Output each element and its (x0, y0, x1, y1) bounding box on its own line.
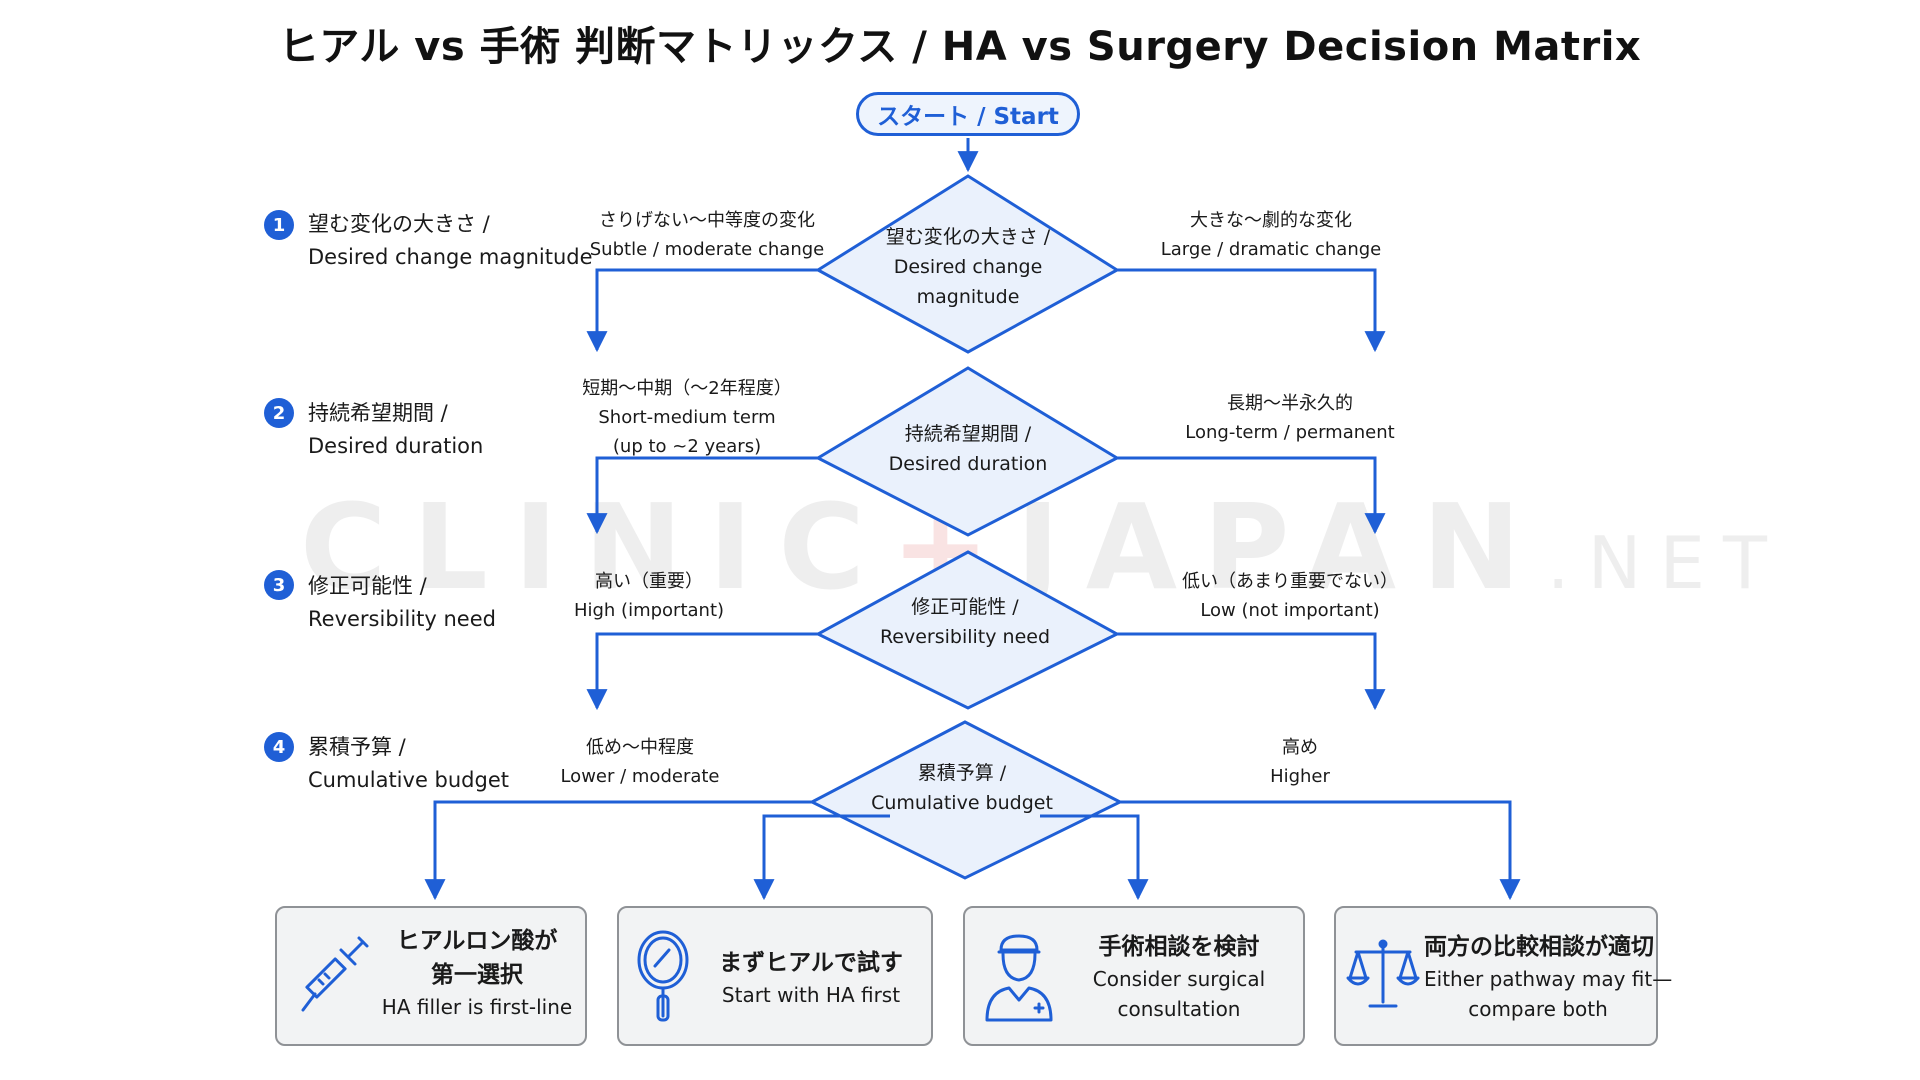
outcome-connector-1 (424, 800, 812, 901)
mirror-icon (637, 930, 689, 1022)
page-title: ヒアル vs 手術 判断マトリックス / HA vs Surgery Decis… (278, 24, 1642, 70)
outcome-connector-3 (1040, 814, 1149, 901)
step-number-2: 2 (264, 398, 294, 428)
branch-connector-left-3 (586, 632, 818, 711)
decision-diamond-2 (814, 366, 1121, 537)
branch-connector-left-2 (586, 456, 818, 535)
step-label-2: 持続希望期間 /Desired duration (308, 401, 484, 458)
branch-connector-left-1 (586, 268, 818, 353)
branch-connector-right-2 (1117, 456, 1386, 535)
syringe-icon (301, 936, 369, 1012)
decision-diamond-3 (814, 550, 1121, 710)
step-label-1: 望む変化の大きさ /Desired change magnitude (308, 212, 593, 269)
doctor-icon (985, 934, 1053, 1022)
branch-label-left-3: 高い（重要）High (important) (573, 571, 725, 621)
branch-connector-right-3 (1117, 632, 1386, 711)
decision-diamond-1 (815, 174, 1120, 354)
step-label-4: 累積予算 /Cumulative budget (308, 735, 509, 792)
scale-icon (1346, 939, 1420, 1008)
branch-label-left-2: 短期〜中期（〜2年程度）Short-medium term(up to ~2 y… (582, 378, 792, 457)
decision-diamond-4 (808, 720, 1124, 880)
step-number-4: 4 (264, 732, 294, 762)
branch-label-right-3: 低い（あまり重要でない）Low (not important) (1182, 571, 1398, 621)
outcome-connector-4 (1120, 800, 1521, 901)
branch-connector-right-1 (1117, 268, 1386, 353)
diamond-label-2: 持続希望期間 /Desired duration (888, 423, 1048, 475)
outcome-connector-2 (753, 814, 890, 901)
diamond-label-4: 累積予算 /Cumulative budget (871, 762, 1053, 814)
diamond-label-3: 修正可能性 /Reversibility need (879, 596, 1051, 648)
step-label-3: 修正可能性 /Reversibility need (308, 574, 496, 631)
step-number-3: 3 (264, 570, 294, 600)
step-number-1: 1 (264, 210, 294, 240)
start-node: スタート / Start (856, 92, 1080, 136)
